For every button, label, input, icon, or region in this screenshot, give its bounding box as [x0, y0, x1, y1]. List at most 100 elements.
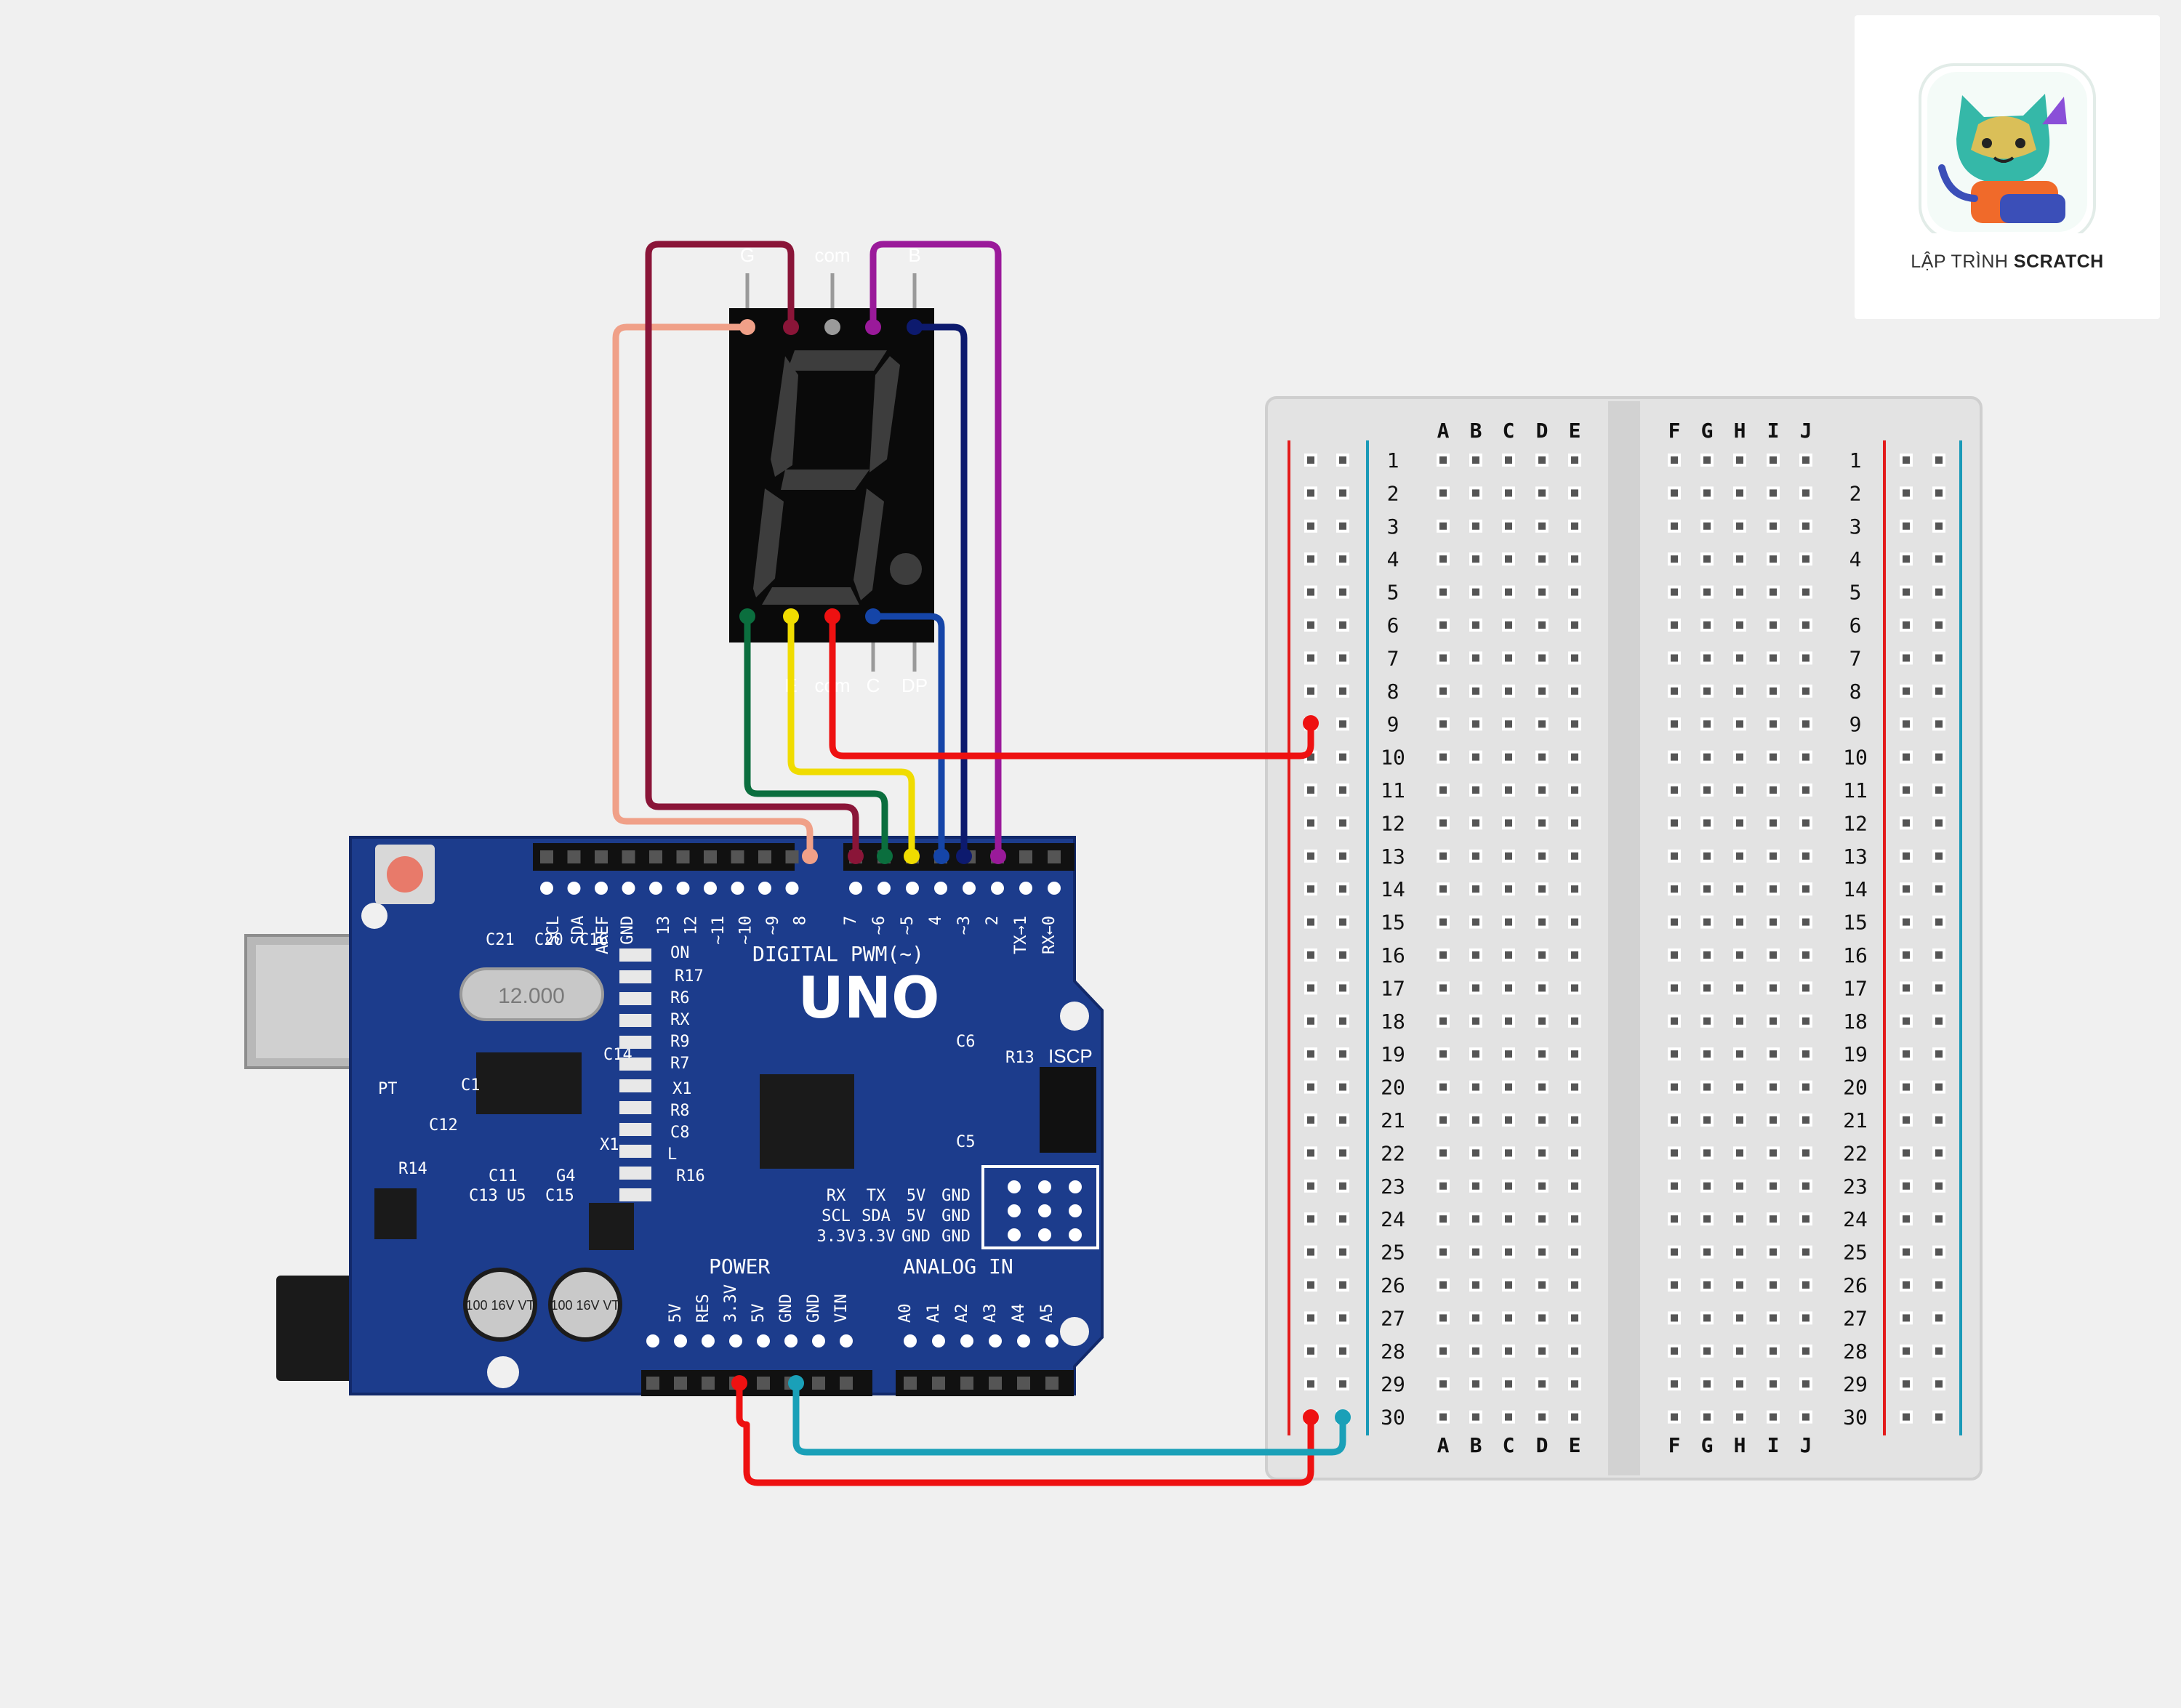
- breadboard-hole-contact: [1935, 1149, 1943, 1157]
- breadboard-hole-contact: [1703, 1017, 1711, 1025]
- row-number-left: 27: [1381, 1306, 1405, 1330]
- header-pad: [704, 882, 717, 895]
- power-socket[interactable]: [812, 1377, 825, 1390]
- breadboard-hole-contact: [1538, 1050, 1546, 1058]
- breadboard-hole-contact: [1903, 753, 1910, 761]
- breadboard-hole-contact: [1802, 753, 1810, 761]
- wire-endpoint: [739, 319, 755, 335]
- header-pad: [991, 882, 1004, 895]
- header-socket[interactable]: [785, 850, 799, 863]
- breadboard-hole-contact: [1935, 1116, 1943, 1124]
- breadboard-hole-contact: [1505, 819, 1512, 827]
- breadboard-hole-contact: [1671, 1413, 1678, 1421]
- breadboard-hole-contact: [1703, 720, 1711, 728]
- breadboard-hole-contact: [1903, 1347, 1910, 1355]
- power-socket[interactable]: [840, 1377, 853, 1390]
- analog-socket[interactable]: [1045, 1377, 1059, 1390]
- breadboard-hole-contact: [1307, 654, 1314, 662]
- header-socket[interactable]: [731, 850, 744, 863]
- breadboard-hole-contact: [1439, 1413, 1447, 1421]
- display-top-pin-label: B: [908, 244, 920, 266]
- analog-socket[interactable]: [989, 1377, 1002, 1390]
- breadboard-hole-contact: [1571, 1314, 1578, 1322]
- breadboard-hole-contact: [1571, 1347, 1578, 1355]
- component-label: R7: [670, 1055, 690, 1073]
- breadboard-hole-contact: [1571, 1116, 1578, 1124]
- analog-socket[interactable]: [1017, 1377, 1030, 1390]
- breadboard-hole-contact: [1903, 456, 1910, 464]
- breadboard-hole-contact: [1307, 1017, 1314, 1025]
- breadboard-hole-contact: [1472, 786, 1479, 794]
- breadboard-hole-contact: [1339, 984, 1346, 992]
- header-socket[interactable]: [540, 850, 553, 863]
- analog-header: [896, 1370, 1074, 1396]
- wire-endpoint: [739, 608, 755, 624]
- reset-button[interactable]: [387, 856, 423, 893]
- display-top-pin-label: G: [740, 244, 755, 266]
- row-number-left: 26: [1381, 1273, 1405, 1297]
- header-socket[interactable]: [622, 850, 635, 863]
- breadboard-hole-contact: [1770, 1083, 1777, 1091]
- breadboard-hole-contact: [1472, 1281, 1479, 1289]
- breadboard-hole-contact: [1770, 918, 1777, 926]
- breadboard-hole-contact: [1802, 720, 1810, 728]
- breadboard-hole-contact: [1472, 1314, 1479, 1322]
- breadboard-hole-contact: [1736, 1149, 1743, 1157]
- mcu-chip: [760, 1074, 854, 1169]
- column-label-bottom: B: [1470, 1433, 1482, 1457]
- breadboard-hole-contact: [1505, 1413, 1512, 1421]
- component-label: X1: [600, 1136, 619, 1154]
- header-socket[interactable]: [676, 850, 690, 863]
- breadboard-hole-contact: [1802, 1050, 1810, 1058]
- breadboard-hole-contact: [1571, 984, 1578, 992]
- breadboard-hole-contact: [1439, 1215, 1447, 1223]
- header-socket[interactable]: [649, 850, 662, 863]
- analog-socket[interactable]: [932, 1377, 945, 1390]
- breadboard-hole-contact: [1571, 621, 1578, 629]
- header-pad: [849, 882, 862, 895]
- display-top-pin-label: com: [814, 244, 850, 266]
- analog-socket[interactable]: [904, 1377, 917, 1390]
- breadboard-hole-contact: [1505, 786, 1512, 794]
- power-pad: [812, 1334, 825, 1348]
- header-socket[interactable]: [567, 850, 581, 863]
- breadboard-hole-contact: [1571, 1083, 1578, 1091]
- column-label-top: I: [1767, 419, 1780, 443]
- header-socket[interactable]: [595, 850, 608, 863]
- row-number-left: 10: [1381, 746, 1405, 770]
- breadboard-hole-contact: [1736, 1413, 1743, 1421]
- row-number-left: 30: [1381, 1406, 1405, 1430]
- row-number-right: 12: [1843, 811, 1868, 835]
- breadboard-hole-contact: [1802, 885, 1810, 893]
- breadboard-hole-contact: [1505, 1347, 1512, 1355]
- header-socket[interactable]: [704, 850, 717, 863]
- row-number-left: 13: [1381, 845, 1405, 869]
- power-socket[interactable]: [646, 1377, 659, 1390]
- breadboard-hole-contact: [1770, 786, 1777, 794]
- breadboard-hole-contact: [1472, 1182, 1479, 1190]
- breadboard-hole-contact: [1307, 1314, 1314, 1322]
- row-number-left: 8: [1387, 680, 1399, 704]
- header-socket[interactable]: [758, 850, 771, 863]
- header-socket[interactable]: [1019, 850, 1032, 863]
- power-socket[interactable]: [702, 1377, 715, 1390]
- breadboard-hole-contact: [1538, 852, 1546, 860]
- breadboard-hole-contact: [1770, 753, 1777, 761]
- breadboard-hole-contact: [1802, 687, 1810, 695]
- breadboard-hole-contact: [1736, 687, 1743, 695]
- breadboard-hole-contact: [1935, 852, 1943, 860]
- breadboard-hole-contact: [1671, 1050, 1678, 1058]
- breadboard-hole-contact: [1903, 1149, 1910, 1157]
- breadboard-hole-contact: [1505, 951, 1512, 959]
- breadboard-hole-contact: [1671, 1314, 1678, 1322]
- breadboard-hole-contact: [1439, 1050, 1447, 1058]
- power-socket[interactable]: [757, 1377, 770, 1390]
- breadboard-hole-contact: [1439, 885, 1447, 893]
- row-number-right: 19: [1843, 1042, 1868, 1066]
- header-pad: [595, 882, 608, 895]
- row-number-right: 18: [1843, 1010, 1868, 1034]
- header-socket[interactable]: [1048, 850, 1061, 863]
- power-socket[interactable]: [674, 1377, 687, 1390]
- breadboard-hole-contact: [1472, 456, 1479, 464]
- analog-socket[interactable]: [960, 1377, 973, 1390]
